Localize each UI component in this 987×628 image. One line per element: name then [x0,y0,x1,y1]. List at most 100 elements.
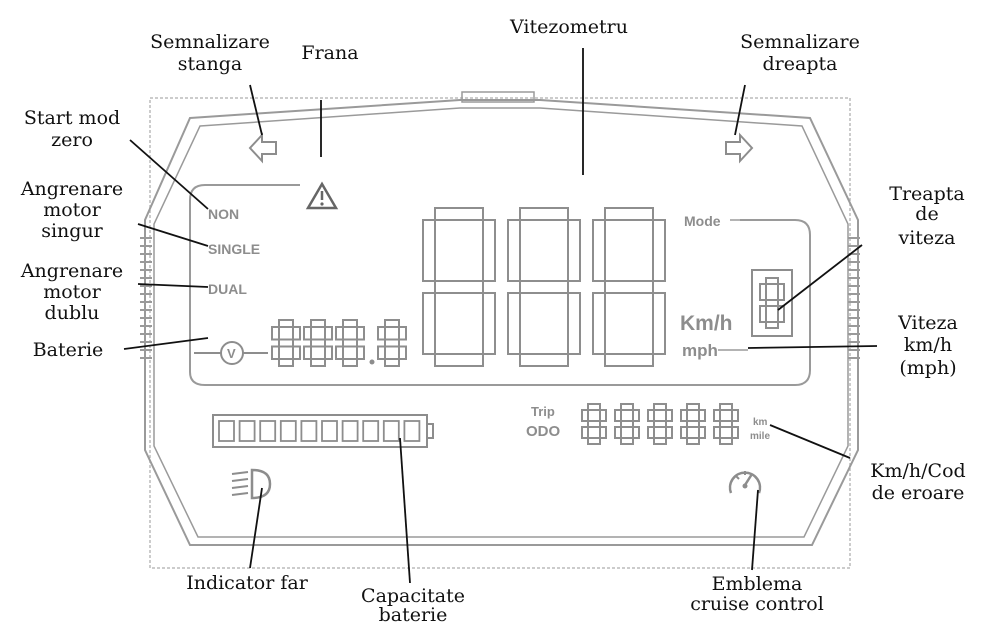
callout-leader-lines [123,48,878,584]
gear-digit-segment [777,283,785,301]
speed-digit-segment [434,353,484,367]
odometer-digit [647,403,673,445]
lcd-mode-label: Mode [684,213,721,229]
callout-single-motor-3: singur [41,220,103,242]
voltage-icon-label: V [227,346,236,361]
callout-gear-2: de [915,203,938,225]
callout-zero-mode-1: Start mod [24,107,120,129]
speed-digit-segment [652,219,666,282]
speed-digit-segment [519,207,569,221]
odometer-digit-segment [713,409,721,422]
gear-digit [759,277,785,329]
voltage-digit-segment [303,345,312,360]
speed-digit-segment [519,353,569,367]
odometer-digit [581,403,607,445]
gear-digit-box [751,269,793,337]
odometer-digit-segment [680,426,688,439]
voltage-digit [335,319,365,367]
voltage-digit-segment [356,345,365,360]
lcd-mile-label: mile [750,431,770,442]
speed-digit-segment [604,280,654,294]
speed-digit [592,207,666,367]
lcd-non-label: NON [208,206,239,222]
voltage-digit-segment [377,345,386,360]
odometer-digit-segment [719,403,733,411]
odometer-digit-segment [599,409,607,422]
voltage-digit [303,319,333,367]
odometer-digit-segment [614,409,622,422]
voltage-decimal-point [369,359,375,365]
odometer-digit-segment [581,426,589,439]
speed-digit-segment [434,207,484,221]
callout-single-motor-1: Angrenare [20,178,123,200]
odometer-digit-segment [587,437,601,445]
callout-error-code-2: de eroare [872,482,965,504]
right-turn-arrow-icon [725,132,754,164]
callout-brake: Frana [301,42,358,64]
voltage-digit-segment [271,326,280,341]
odometer-digit-segment [653,403,667,411]
gear-digit-segment [765,277,779,285]
speed-digit-segment [592,292,606,355]
lcd-single-label: SINGLE [208,241,260,257]
left-turn-arrow-icon [248,132,277,164]
callout-gear-3: viteza [897,227,955,249]
lcd-mph-label: mph [682,341,718,360]
callout-speedometer: Vitezometru [509,16,628,38]
voltage-digit-segment [335,326,344,341]
callout-dual-motor-3: dublu [45,302,100,324]
odometer-digit-segment [686,403,700,411]
speed-digit-segment [604,207,654,221]
odometer-digit-segment [587,420,601,428]
gear-digit-segment [759,283,767,301]
voltage-digit-segment [342,338,358,348]
odometer-digit-segment [719,420,733,428]
callout-speed-2: km/h [904,334,952,356]
odometer-digit-segment [620,403,634,411]
odometer-digit-segment [731,426,739,439]
callout-left-signal-2: stanga [178,53,242,75]
gear-digit-segment [759,305,767,323]
callout-labels: Semnalizare stanga Frana Vitezometru Sem… [20,16,966,626]
voltage-digit-segment [398,326,407,341]
lcd-kmh-label: Km/h [680,312,733,335]
voltage-digit-segment [271,345,280,360]
voltage-digit-segment [278,358,294,367]
speed-digit-segment [507,292,521,355]
odometer-digit-segment [647,409,655,422]
speed-digit-segment [652,292,666,355]
odometer-digit-segment [698,409,706,422]
callout-error-code-1: Km/h/Cod [870,460,965,482]
odometer-digit-segment [632,426,640,439]
callout-single-motor-2: motor [43,199,102,221]
voltage-digit-segment [398,345,407,360]
odometer-digit-segment [581,409,589,422]
odometer-digit-segment [686,420,700,428]
odometer-digit-segment [620,420,634,428]
battery-segment [259,420,277,442]
callout-battery-capacity-1: Capacitate [361,585,465,607]
callout-zero-mode-2: zero [51,129,93,151]
odometer-digit-segment [719,437,733,445]
odometer-digit-segment [731,409,739,422]
voltage-digit-segment [324,326,333,341]
speed-digit-segment [519,280,569,294]
callout-cruise-2: cruise control [690,593,824,615]
callout-left-signal-1: Semnalizare [150,31,270,53]
odometer-digit-segment [698,426,706,439]
voltage-digit-segment [310,338,326,348]
speed-digit-segment [567,219,581,282]
left-side-ticks [140,237,152,359]
odometer-digit-segment [614,426,622,439]
speed-digit-segment [422,292,436,355]
battery-segment [362,420,380,442]
callout-headlight: Indicator far [186,572,309,594]
voltage-digit-segment [384,358,400,367]
lcd-odo-label: ODO [526,423,561,440]
odometer-digit-segment [665,426,673,439]
battery-segment [321,420,338,442]
battery-segment [218,420,235,442]
voltage-digit-segment [324,345,333,360]
